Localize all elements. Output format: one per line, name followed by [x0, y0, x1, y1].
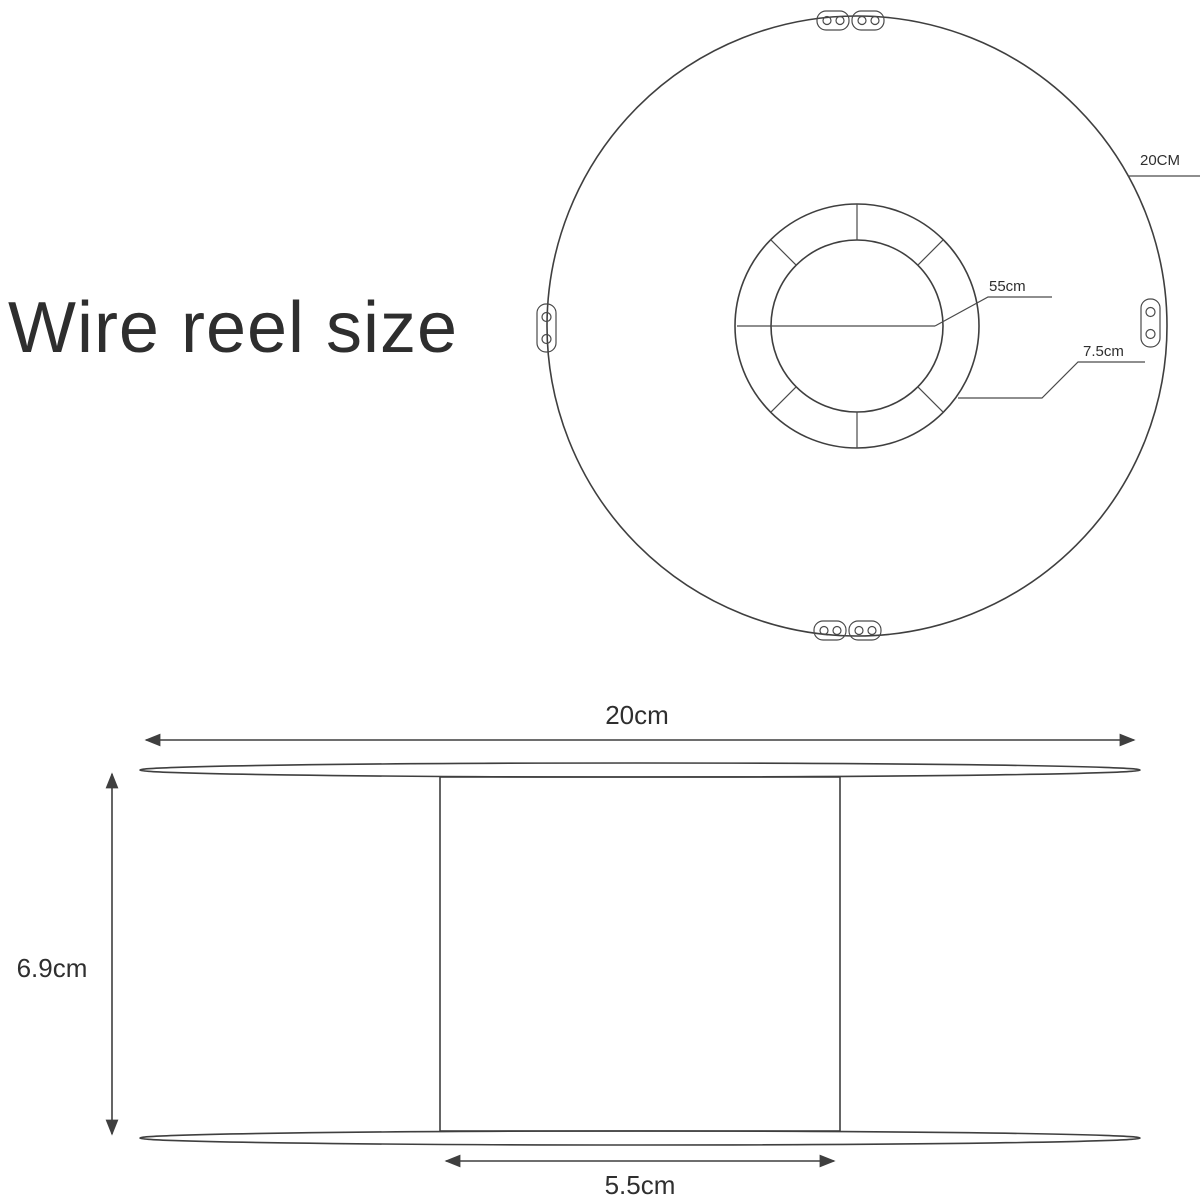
slot-right: [1140, 298, 1161, 348]
flange-bottom: [139, 1130, 1141, 1146]
side-view: 20cm 6.9cm 5.5cm: [17, 700, 1141, 1200]
width-label: 20cm: [605, 700, 669, 730]
leader-hub-outer: [958, 361, 1145, 399]
slot-left: [536, 303, 557, 353]
height-label: 6.9cm: [17, 953, 88, 983]
slot-bottom: [813, 620, 882, 641]
hub-width-label: 5.5cm: [605, 1170, 676, 1200]
slot-top: [816, 10, 885, 31]
hub-spokes: [770, 204, 944, 448]
flange-top: [139, 762, 1141, 778]
page-title: Wire reel size: [8, 288, 458, 368]
leader-hub-bore: [934, 296, 1052, 327]
hub-barrel: [439, 776, 841, 1132]
top-view: 55cm 7.5cm 20CM: [536, 10, 1200, 641]
hub-outer-label: 7.5cm: [1083, 343, 1124, 360]
hub-bore-label: 55cm: [989, 278, 1026, 295]
outer-diameter-label: 20CM: [1140, 152, 1180, 169]
reel-outer-circle: [546, 15, 1168, 637]
